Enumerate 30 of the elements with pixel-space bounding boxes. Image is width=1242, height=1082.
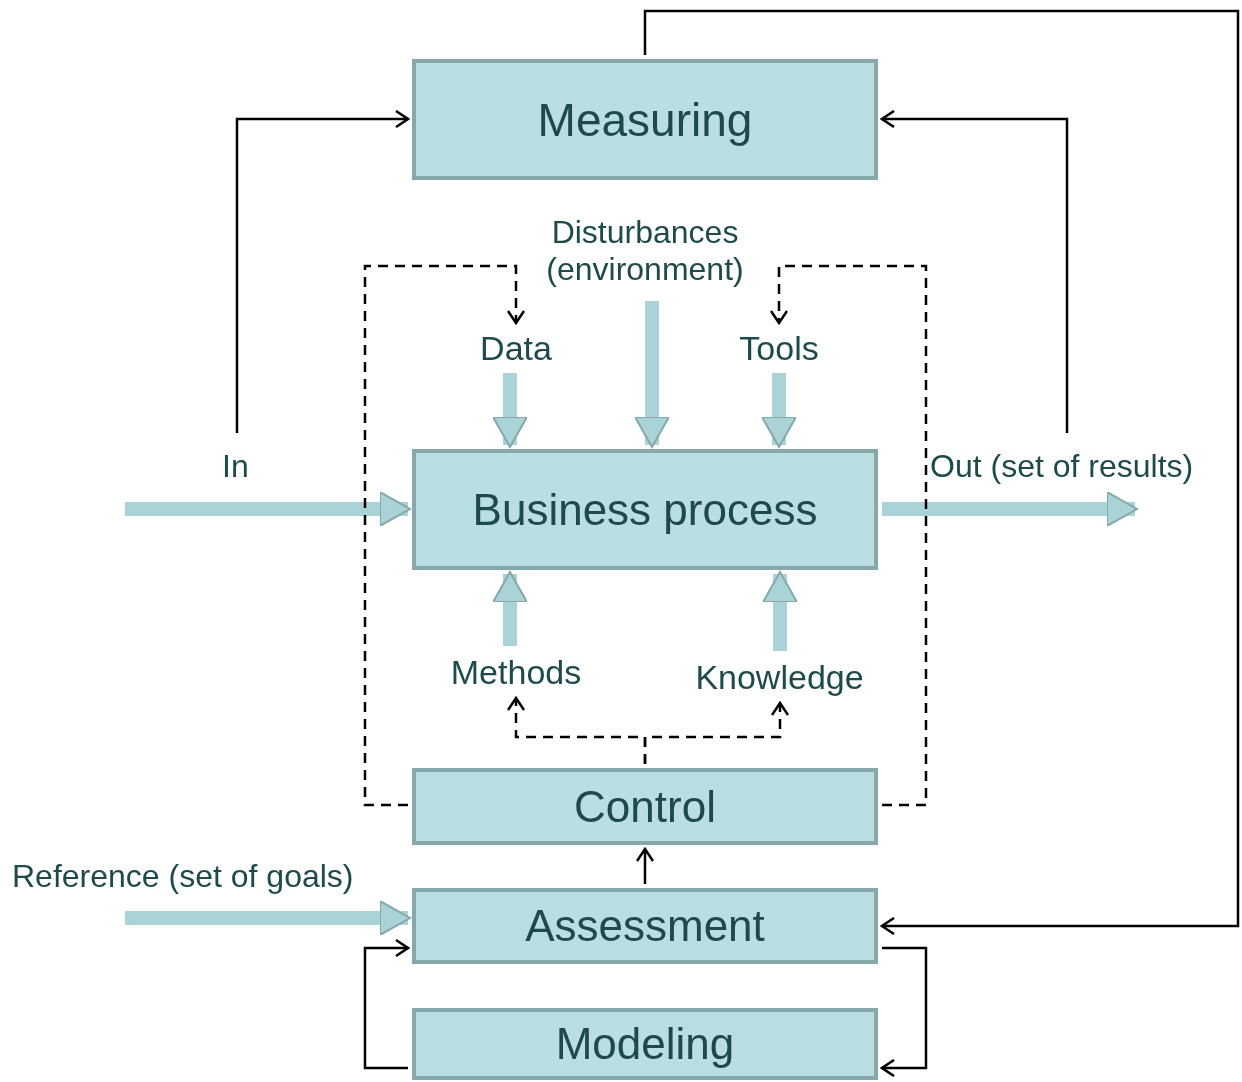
block-arrow [761, 373, 797, 448]
arrow [635, 847, 655, 884]
process-box: Measuring [412, 59, 878, 180]
process-box: Control [412, 768, 878, 845]
dashed-arrow [363, 264, 526, 807]
edge-label: Reference (set of goals) [12, 858, 354, 895]
process-box: Modeling [412, 1008, 878, 1080]
arrow [643, 9, 1240, 936]
node-label: Methods [440, 650, 592, 694]
arrow [880, 946, 928, 1078]
arrow [363, 938, 410, 1070]
node-label: Disturbances (environment) [520, 205, 770, 297]
block-arrow [492, 373, 528, 448]
block-arrow [125, 900, 411, 936]
edge-label: Out (set of results) [930, 448, 1194, 485]
node-label: Tools [724, 327, 834, 369]
node-label: Knowledge [682, 655, 877, 699]
block-arrow [492, 571, 528, 646]
edge-label: In [222, 448, 249, 485]
node-label: Data [466, 327, 566, 369]
arrow [880, 109, 1069, 433]
dashed-arrow [643, 701, 790, 764]
block-arrow [882, 491, 1138, 527]
process-box: Assessment [412, 888, 878, 964]
process-box: Business process [412, 449, 878, 570]
block-arrow [762, 571, 798, 651]
arrow [235, 109, 410, 433]
dashed-arrow [769, 264, 928, 807]
block-arrow [125, 491, 411, 527]
block-arrow [634, 301, 670, 448]
